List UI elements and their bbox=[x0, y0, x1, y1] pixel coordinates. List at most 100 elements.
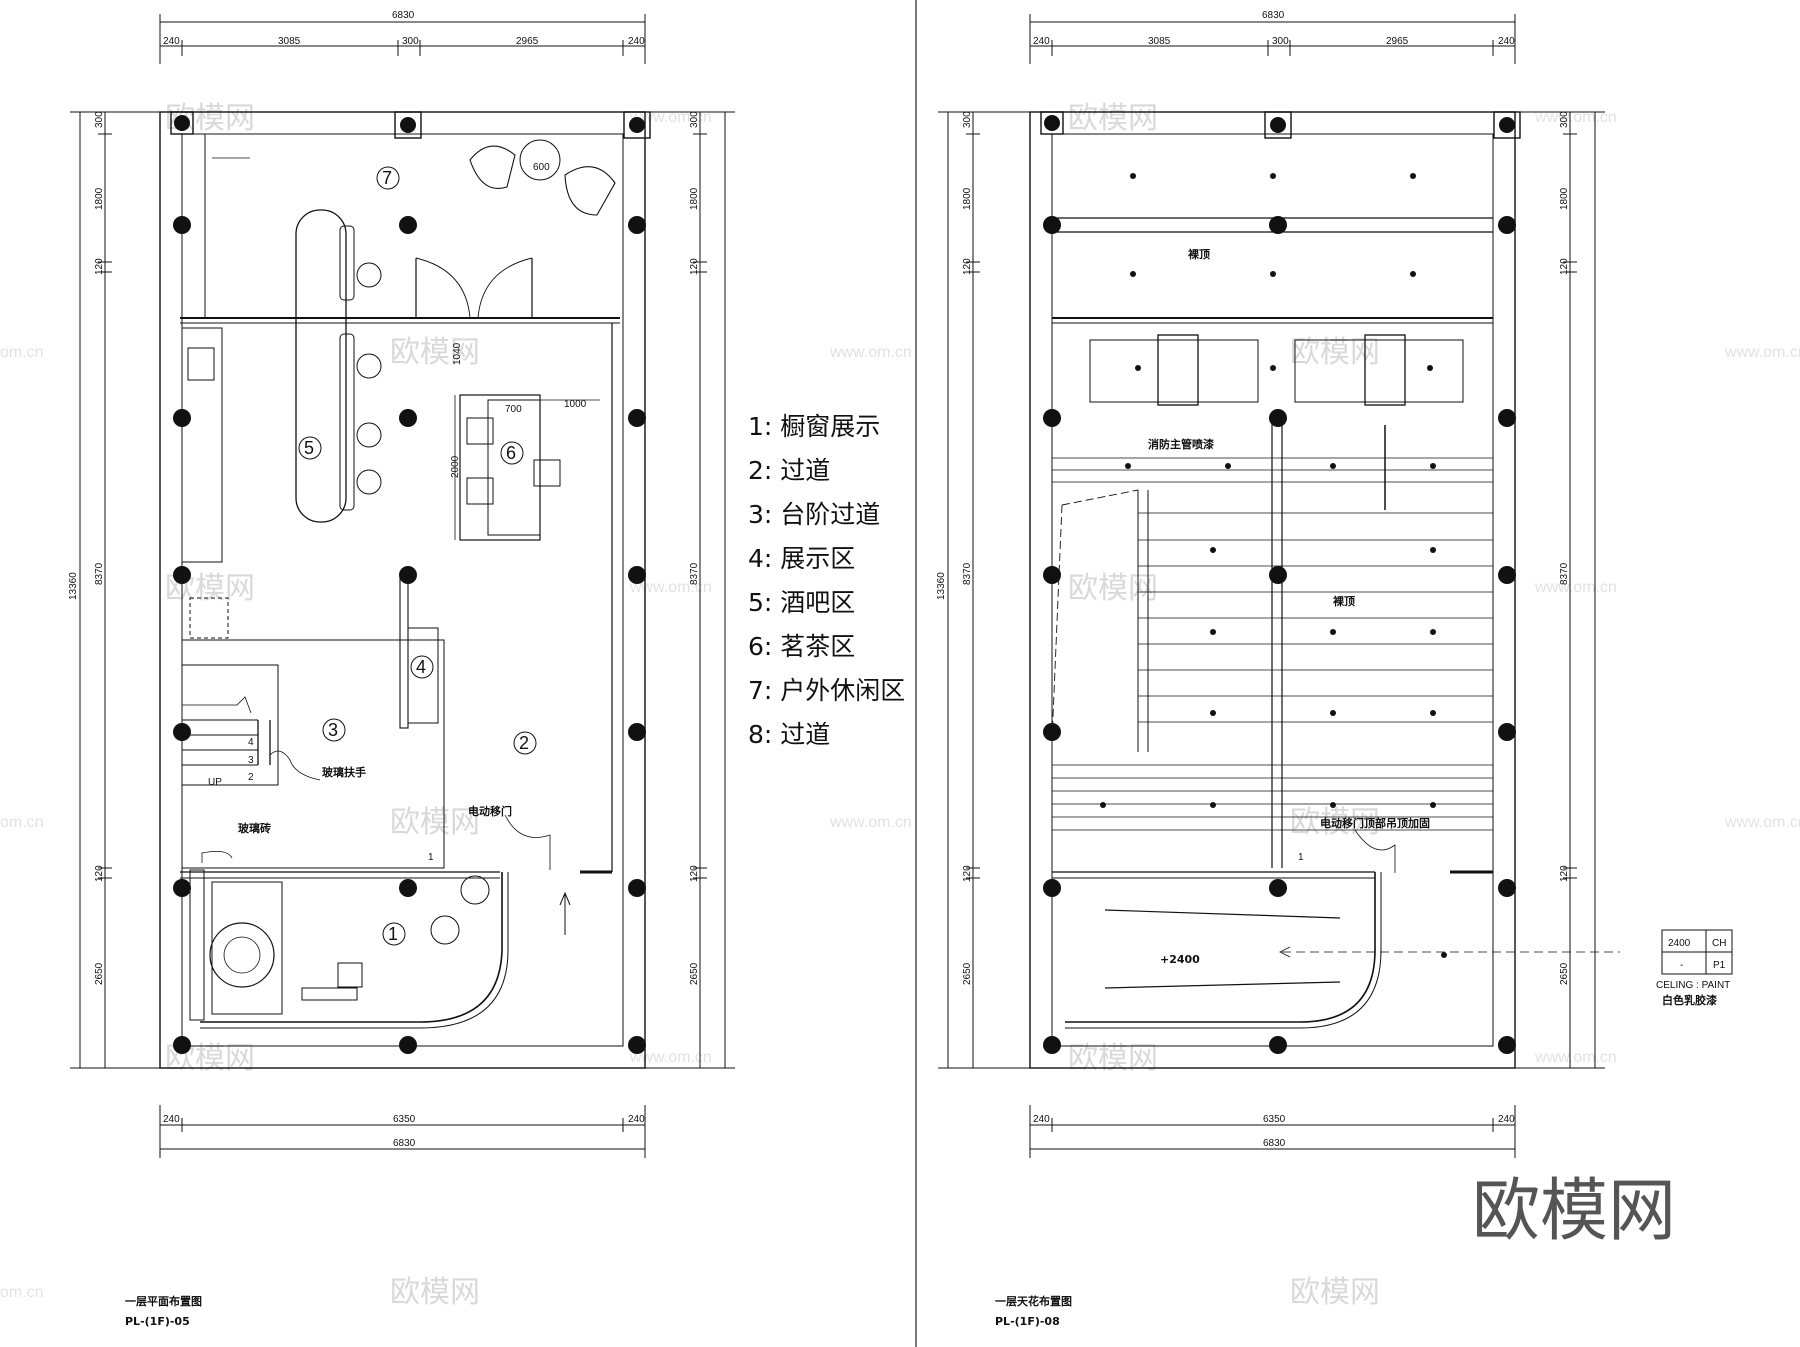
svg-text:120: 120 bbox=[689, 258, 700, 275]
svg-text:www.om.cn: www.om.cn bbox=[1534, 109, 1617, 126]
svg-text:1: 1 bbox=[428, 852, 434, 863]
svg-text:300: 300 bbox=[689, 111, 700, 128]
svg-text:8370: 8370 bbox=[1559, 562, 1570, 585]
svg-text:om.cn: om.cn bbox=[0, 344, 44, 361]
svg-text:3085: 3085 bbox=[278, 36, 301, 47]
svg-text:240: 240 bbox=[1498, 36, 1515, 47]
svg-text:P1: P1 bbox=[1713, 960, 1726, 971]
svg-text:6: 6 bbox=[506, 443, 516, 463]
svg-text:www.om.cn: www.om.cn bbox=[1724, 344, 1800, 361]
svg-text:www.om.cn: www.om.cn bbox=[1724, 814, 1800, 831]
svg-text:300: 300 bbox=[402, 36, 419, 47]
svg-text:欧模网: 欧模网 bbox=[390, 1275, 480, 1310]
svg-text:CELING : PAINT: CELING : PAINT bbox=[1656, 980, 1730, 991]
svg-text:6830: 6830 bbox=[1263, 1138, 1286, 1149]
svg-text:1: 1 bbox=[1298, 852, 1304, 863]
bubble-1 bbox=[382, 922, 406, 946]
legend-item: 4: 展示区 bbox=[748, 544, 856, 573]
left-drawing-title: 一层平面布置图 bbox=[125, 1295, 202, 1308]
bubble-6 bbox=[500, 441, 524, 465]
svg-text:2400: 2400 bbox=[1668, 938, 1691, 949]
bubble-4 bbox=[410, 655, 434, 679]
svg-text:2000: 2000 bbox=[450, 455, 461, 478]
svg-text:6350: 6350 bbox=[1263, 1114, 1286, 1125]
svg-text:240: 240 bbox=[628, 1114, 645, 1125]
site-watermark: 欧模网 bbox=[1472, 1172, 1677, 1251]
svg-text:欧模网: 欧模网 bbox=[390, 335, 480, 370]
svg-text:2650: 2650 bbox=[1559, 962, 1570, 985]
bubble-7 bbox=[376, 166, 400, 190]
svg-text:CH: CH bbox=[1712, 938, 1726, 949]
svg-text:8370: 8370 bbox=[94, 562, 105, 585]
svg-text:1040: 1040 bbox=[452, 342, 463, 365]
svg-text:欧模网: 欧模网 bbox=[1068, 1041, 1158, 1076]
svg-text:欧模网: 欧模网 bbox=[390, 805, 480, 840]
legend-item: 5: 酒吧区 bbox=[748, 588, 856, 617]
svg-text:1800: 1800 bbox=[1559, 187, 1570, 210]
svg-text:消防主管喷漆: 消防主管喷漆 bbox=[1148, 437, 1214, 451]
svg-text:6830: 6830 bbox=[1262, 10, 1285, 21]
svg-text:-: - bbox=[1680, 960, 1683, 971]
svg-text:4: 4 bbox=[416, 657, 426, 677]
bubble-2 bbox=[513, 731, 537, 755]
svg-text:裸顶: 裸顶 bbox=[1188, 247, 1210, 261]
right-plan-labels: 6830 240 3085 300 2965 240 240 6350 240 … bbox=[936, 10, 1730, 1149]
legend-item: 2: 过道 bbox=[748, 456, 831, 485]
svg-text:欧模网: 欧模网 bbox=[1068, 101, 1158, 136]
svg-text:5: 5 bbox=[304, 438, 314, 458]
svg-text:www.om.cn: www.om.cn bbox=[829, 814, 912, 831]
svg-text:13360: 13360 bbox=[936, 572, 947, 600]
area-bubbles bbox=[298, 166, 537, 946]
svg-text:2965: 2965 bbox=[1386, 36, 1409, 47]
svg-text:120: 120 bbox=[689, 865, 700, 882]
floor-plan-left bbox=[70, 14, 735, 1158]
svg-text:2650: 2650 bbox=[962, 962, 973, 985]
svg-text:www.om.cn: www.om.cn bbox=[1534, 579, 1617, 596]
svg-text:6830: 6830 bbox=[392, 10, 415, 21]
svg-text:300: 300 bbox=[94, 111, 105, 128]
svg-text:1800: 1800 bbox=[962, 187, 973, 210]
svg-text:120: 120 bbox=[94, 865, 105, 882]
svg-text:欧模网: 欧模网 bbox=[1068, 571, 1158, 606]
svg-text:120: 120 bbox=[1559, 258, 1570, 275]
svg-text:欧模网: 欧模网 bbox=[1290, 805, 1380, 840]
svg-text:240: 240 bbox=[1033, 36, 1050, 47]
svg-text:玻璃扶手: 玻璃扶手 bbox=[322, 765, 366, 779]
svg-text:240: 240 bbox=[628, 36, 645, 47]
area-bubble-labels: 1 2 3 4 5 6 7 bbox=[304, 168, 529, 944]
svg-text:1800: 1800 bbox=[689, 187, 700, 210]
svg-text:3: 3 bbox=[328, 720, 338, 740]
svg-text:13360: 13360 bbox=[68, 572, 79, 600]
svg-text:电动移门: 电动移门 bbox=[468, 804, 512, 818]
svg-text:3: 3 bbox=[248, 755, 254, 766]
svg-text:www.om.cn: www.om.cn bbox=[629, 579, 712, 596]
svg-text:300: 300 bbox=[962, 111, 973, 128]
svg-text:3085: 3085 bbox=[1148, 36, 1171, 47]
svg-text:240: 240 bbox=[163, 1114, 180, 1125]
svg-text:120: 120 bbox=[962, 865, 973, 882]
svg-text:1000: 1000 bbox=[564, 399, 587, 410]
right-drawing-code: PL-(1F)-08 bbox=[995, 1315, 1060, 1328]
bubble-5 bbox=[298, 436, 322, 460]
svg-text:1: 1 bbox=[388, 924, 398, 944]
svg-text:欧模网: 欧模网 bbox=[1290, 1275, 1380, 1310]
left-title-block: 一层平面布置图 PL-(1F)-05 bbox=[125, 1292, 202, 1332]
svg-text:240: 240 bbox=[1498, 1114, 1515, 1125]
svg-text:om.cn: om.cn bbox=[0, 814, 44, 831]
svg-text:6830: 6830 bbox=[393, 1138, 416, 1149]
svg-text:8370: 8370 bbox=[962, 562, 973, 585]
svg-text:om.cn: om.cn bbox=[0, 1284, 44, 1301]
legend-item: 3: 台阶过道 bbox=[748, 500, 881, 529]
area-legend: 1: 橱窗展示 2: 过道 3: 台阶过道 4: 展示区 5: 酒吧区 6: 茗… bbox=[748, 405, 948, 757]
svg-text:2: 2 bbox=[248, 772, 254, 783]
left-drawing-code: PL-(1F)-05 bbox=[125, 1315, 190, 1328]
svg-text:6350: 6350 bbox=[393, 1114, 416, 1125]
svg-text:白色乳胶漆: 白色乳胶漆 bbox=[1662, 993, 1717, 1007]
svg-text:120: 120 bbox=[962, 258, 973, 275]
svg-text:玻璃砖: 玻璃砖 bbox=[238, 821, 271, 835]
svg-text:8370: 8370 bbox=[689, 562, 700, 585]
svg-text:700: 700 bbox=[505, 404, 522, 415]
svg-text:240: 240 bbox=[1033, 1114, 1050, 1125]
svg-text:2650: 2650 bbox=[94, 962, 105, 985]
